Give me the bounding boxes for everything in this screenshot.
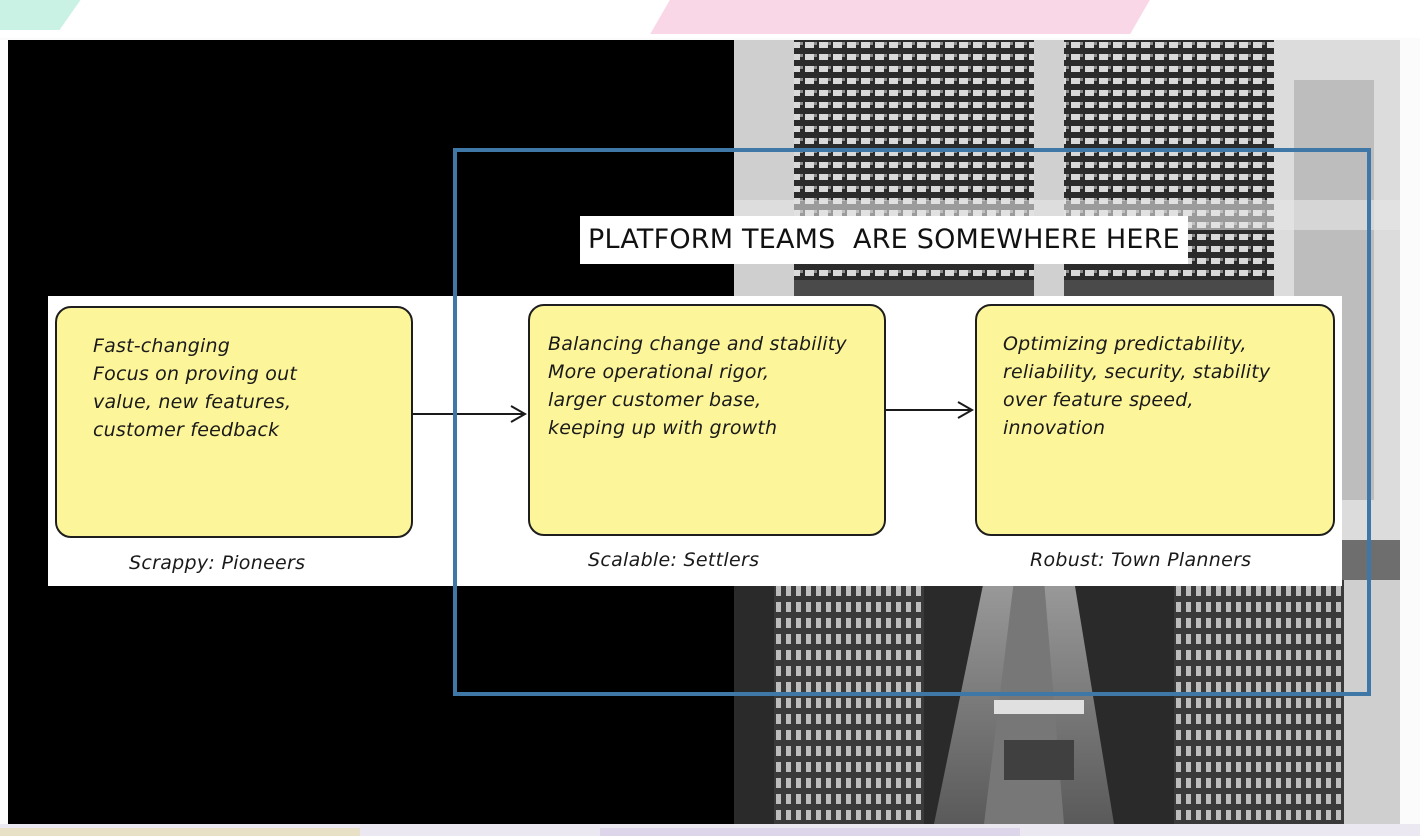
flow-arrows <box>413 401 975 423</box>
stage-box-pioneers: Fast-changing Focus on proving out value… <box>55 306 413 538</box>
stage-box-settlers: Balancing change and stability More oper… <box>528 304 886 536</box>
platform-teams-label: PLATFORM TEAMS ARE SOMEWHERE HERE <box>580 216 1188 264</box>
slide: Fast-changing Focus on proving out value… <box>8 40 1400 824</box>
stage-text-line: value, new features, <box>93 391 292 413</box>
stage-text-line: customer feedback <box>93 419 280 441</box>
bottom-brush-stroke-middle <box>600 828 1020 836</box>
stage-text-line: keeping up with growth <box>548 417 778 439</box>
stage-text-line: over feature speed, <box>1003 389 1194 411</box>
stage-caption-settlers: Scalable: Settlers <box>588 549 760 571</box>
arrow-1 <box>413 405 528 423</box>
stage-text-line: More operational rigor, <box>548 361 770 383</box>
stage-text-line: Fast-changing <box>93 335 230 357</box>
stage-text-line: Optimizing predictability, <box>1003 333 1247 355</box>
stage-text-line: larger customer base, <box>548 389 762 411</box>
top-decoration-strip <box>0 0 1420 38</box>
stage-text-line: reliability, security, stability <box>1003 361 1271 383</box>
platform-teams-highlight-frame <box>453 148 1371 696</box>
stage-caption-town-planners: Robust: Town Planners <box>1030 549 1252 571</box>
bottom-decoration-strip <box>0 824 1420 836</box>
arrow-2 <box>886 401 975 419</box>
stage-text-line: Balancing change and stability <box>548 333 847 355</box>
pink-brush-stroke <box>650 0 1150 34</box>
stage-caption-pioneers: Scrappy: Pioneers <box>129 552 306 574</box>
stage-text-line: innovation <box>1003 417 1106 439</box>
bottom-brush-stroke-left <box>0 828 360 836</box>
stage-box-town-planners: Optimizing predictability, reliability, … <box>975 304 1335 536</box>
stage-text-line: Focus on proving out <box>93 363 297 385</box>
teal-brush-stroke <box>0 0 81 30</box>
